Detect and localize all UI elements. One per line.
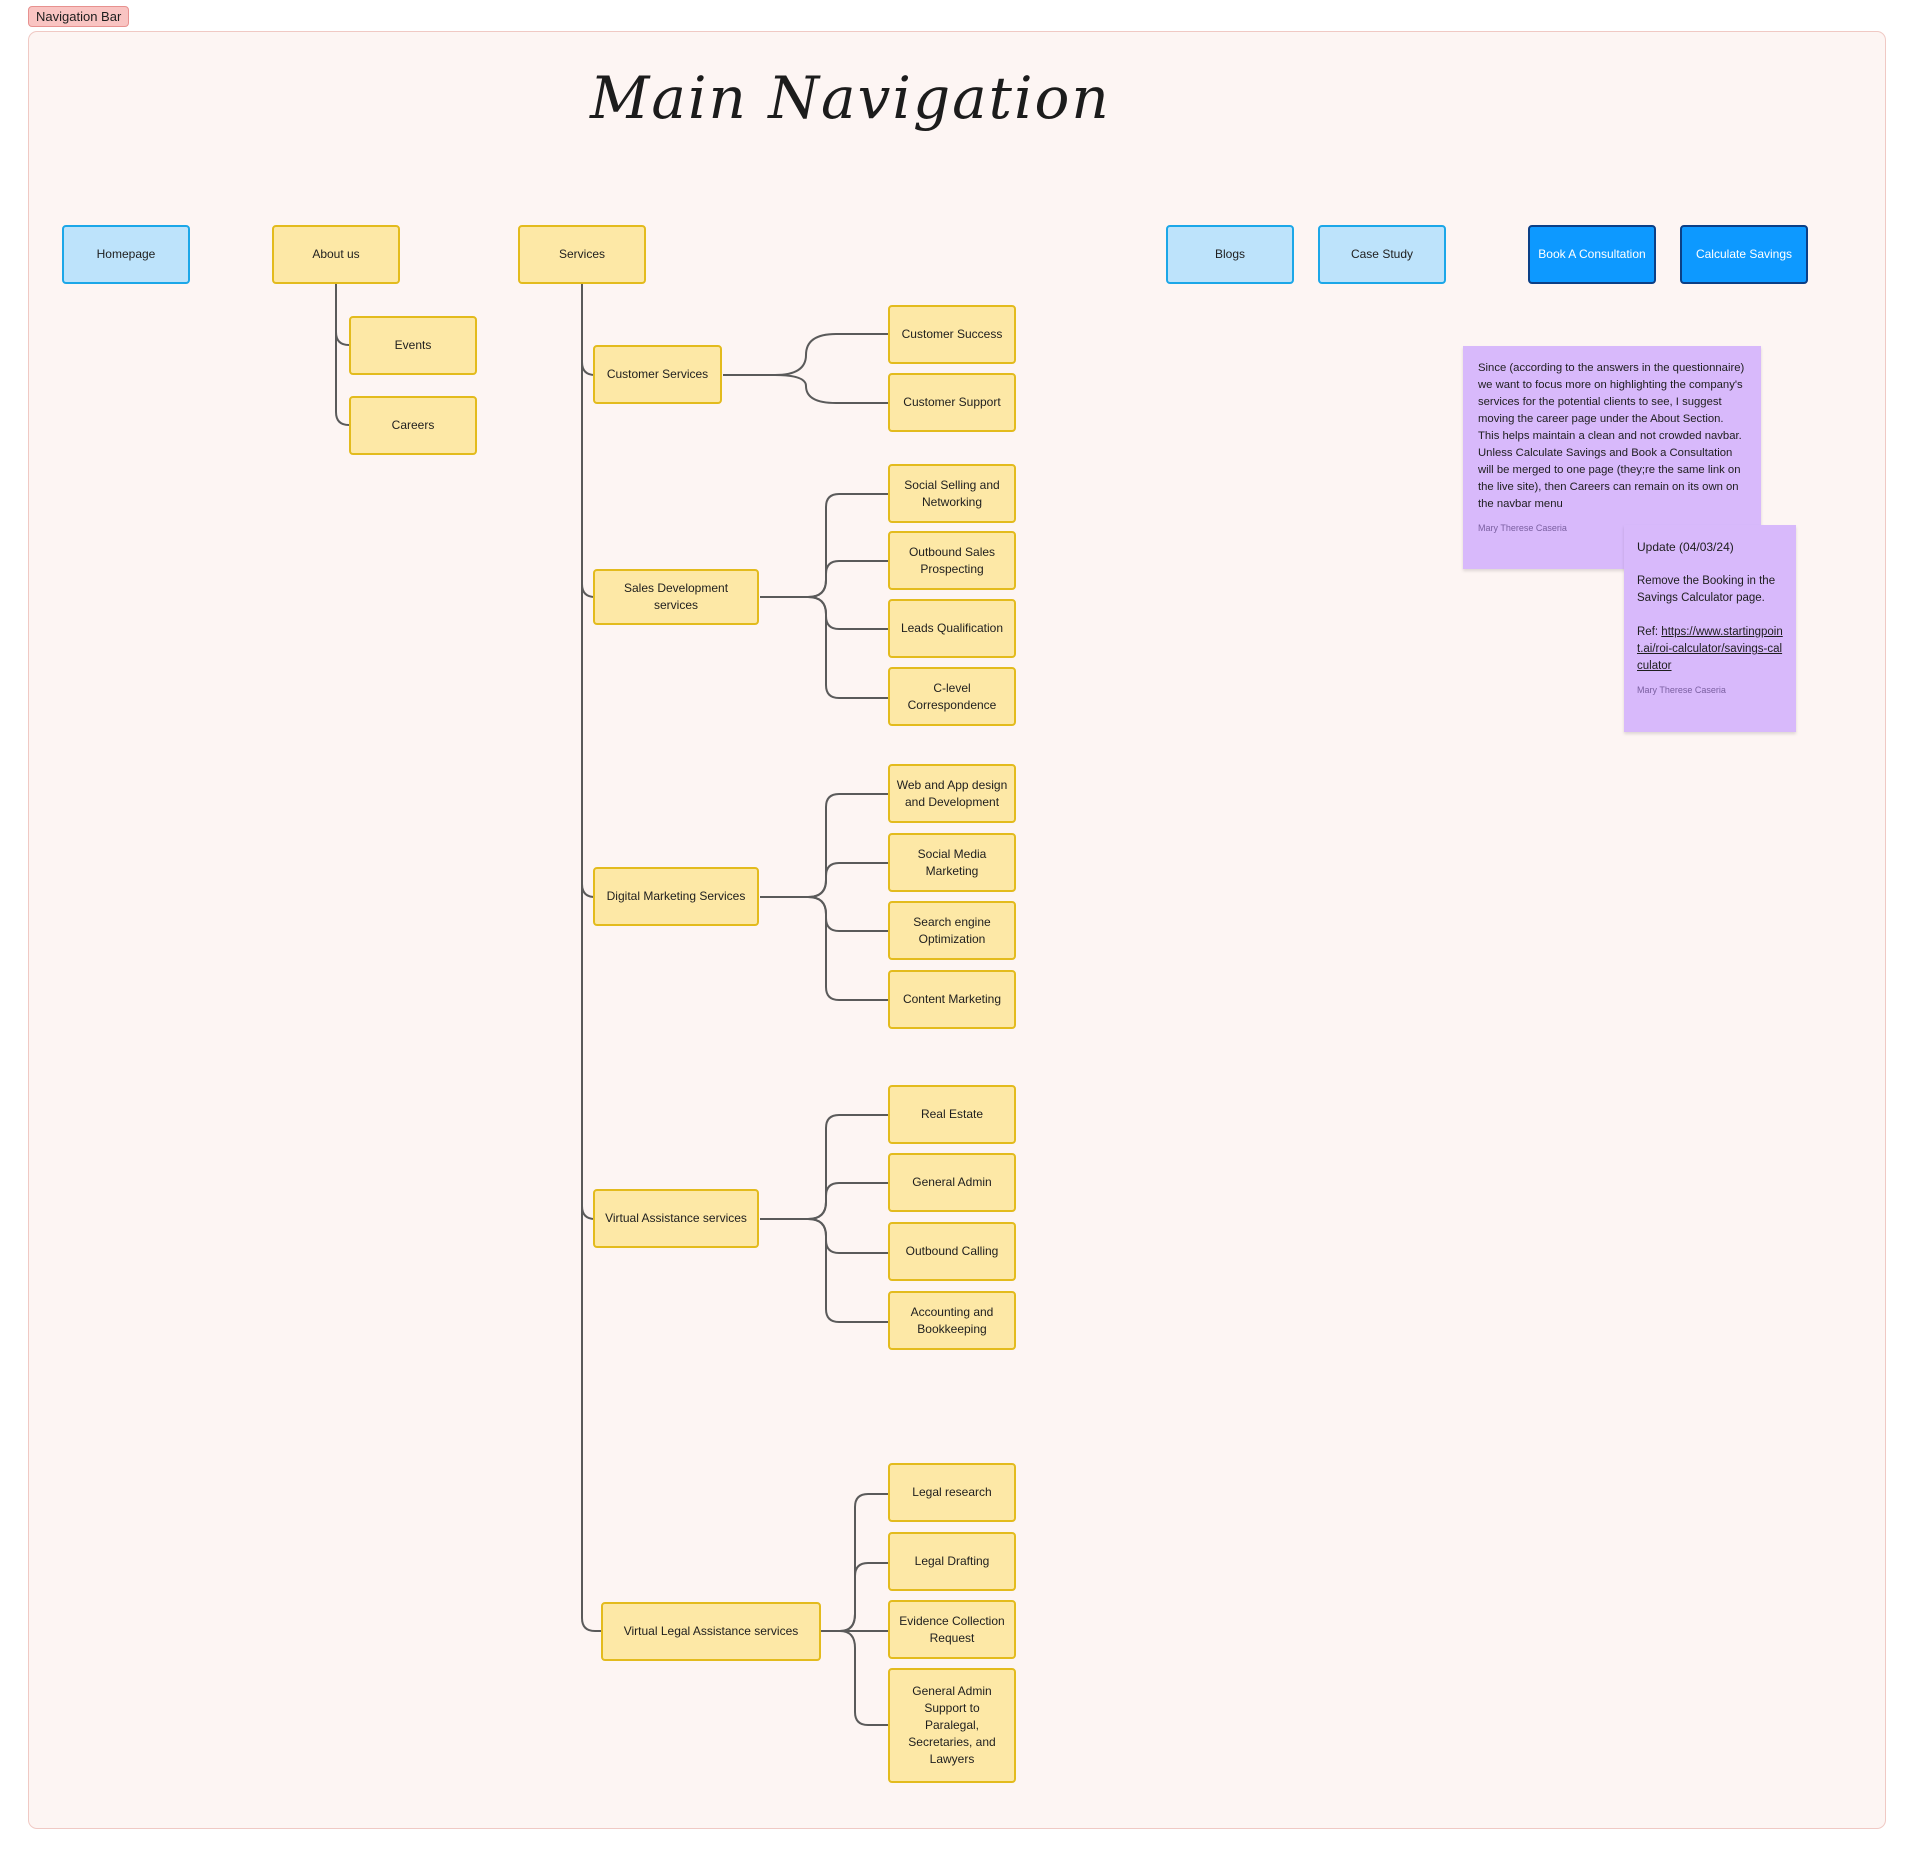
sticky-note-author: Mary Therese Caseria [1478,523,1567,533]
sticky-note-ref: Ref: https://www.startingpoint.ai/roi-ca… [1637,624,1783,675]
nav-services[interactable]: Services [518,225,646,284]
about-child-careers[interactable]: Careers [349,396,477,455]
nav-blogs[interactable]: Blogs [1166,225,1294,284]
child-web-app-design[interactable]: Web and App design and Development [888,764,1016,823]
service-virtual-assistance[interactable]: Virtual Assistance services [593,1189,759,1248]
sticky-note-body: Remove the Booking in the Savings Calcul… [1637,575,1776,604]
service-virtual-legal-assistance[interactable]: Virtual Legal Assistance services [601,1602,821,1661]
nav-homepage[interactable]: Homepage [62,225,190,284]
child-real-estate[interactable]: Real Estate [888,1085,1016,1144]
frame-label: Navigation Bar [28,6,130,27]
child-general-admin-support[interactable]: General Admin Support to Paralegal, Secr… [888,1668,1016,1783]
child-social-selling[interactable]: Social Selling and Networking [888,464,1016,523]
child-social-media-marketing[interactable]: Social Media Marketing [888,833,1016,892]
child-leads-qualification[interactable]: Leads Qualification [888,599,1016,658]
service-digital-marketing[interactable]: Digital Marketing Services [593,867,759,926]
child-outbound-calling[interactable]: Outbound Calling [888,1222,1016,1281]
sticky-note-ref-prefix: Ref: [1637,626,1662,638]
sticky-note-heading: Update (04/03/24) [1637,540,1734,554]
child-outbound-sales[interactable]: Outbound Sales Prospecting [888,531,1016,590]
page-title: Main Navigation [590,64,1111,132]
child-customer-success[interactable]: Customer Success [888,305,1016,364]
child-customer-support[interactable]: Customer Support [888,373,1016,432]
child-evidence-collection[interactable]: Evidence Collection Request [888,1600,1016,1659]
child-accounting-bookkeeping[interactable]: Accounting and Bookkeeping [888,1291,1016,1350]
child-legal-research[interactable]: Legal research [888,1463,1016,1522]
service-sales-development[interactable]: Sales Development services [593,569,759,625]
about-child-events[interactable]: Events [349,316,477,375]
child-c-level-correspondence[interactable]: C-level Correspondence [888,667,1016,726]
nav-book-consultation-button[interactable]: Book A Consultation [1528,225,1656,284]
sticky-note-ref-link[interactable]: https://www.startingpoint.ai/roi-calcula… [1637,626,1783,672]
child-content-marketing[interactable]: Content Marketing [888,970,1016,1029]
child-legal-drafting[interactable]: Legal Drafting [888,1532,1016,1591]
child-seo[interactable]: Search engine Optimization [888,901,1016,960]
sticky-note-update: Update (04/03/24) Remove the Booking in … [1624,525,1796,732]
nav-case-study[interactable]: Case Study [1318,225,1446,284]
sticky-note-suggestion: Since (according to the answers in the q… [1463,346,1761,569]
nav-about-us[interactable]: About us [272,225,400,284]
child-general-admin[interactable]: General Admin [888,1153,1016,1212]
service-customer-services[interactable]: Customer Services [593,345,722,404]
nav-calculate-savings-button[interactable]: Calculate Savings [1680,225,1808,284]
sticky-note-author-2: Mary Therese Caseria [1637,685,1726,695]
sticky-note-text: Since (according to the answers in the q… [1478,362,1745,510]
